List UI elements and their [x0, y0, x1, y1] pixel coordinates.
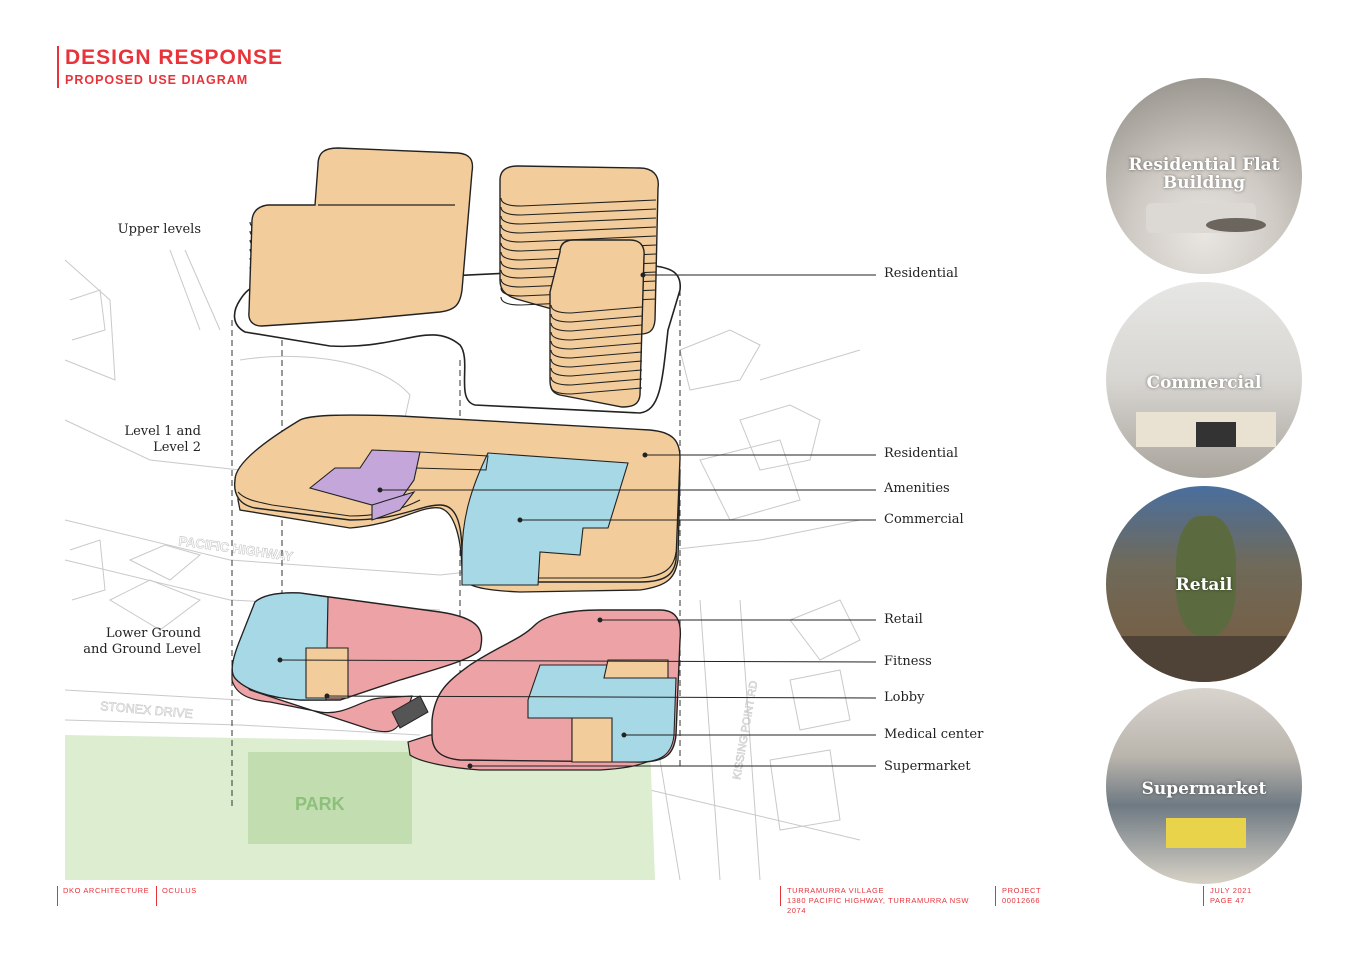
floor-slab-line: [500, 233, 657, 243]
footer-bar-3: [780, 886, 781, 906]
floor-slab-line: [500, 296, 657, 306]
floor-slab-line: [500, 206, 657, 216]
photo-residential: Residential Flat Building: [1106, 78, 1302, 274]
floor-slab-line: [500, 224, 657, 234]
ground-level-slab: [231, 592, 682, 771]
footer-project-number: PROJECT 00012666: [1002, 886, 1042, 905]
floor-slab-line: [550, 340, 643, 350]
park-label: PARK: [295, 794, 345, 814]
label-retail: Retail: [884, 612, 923, 627]
footer-bar-1: [57, 886, 58, 906]
label-lobby: Lobby: [884, 690, 925, 705]
footer-partner: OCULUS: [162, 886, 197, 895]
floor-slab-line: [550, 349, 643, 359]
label-fitness: Fitness: [884, 654, 932, 669]
label-medical-center: Medical center: [884, 727, 984, 742]
floor-slab-line: [500, 251, 657, 261]
footer-bar-5: [1203, 886, 1204, 906]
park-area: [65, 735, 655, 880]
leader-lines: [277, 272, 877, 769]
floor-slab-line: [500, 260, 657, 270]
footer-project-info: TURRAMURRA VILLAGE 1380 PACIFIC HIGHWAY,…: [787, 886, 970, 915]
tower-right: [499, 165, 659, 408]
floor-slab-line: [500, 278, 657, 288]
label-supermarket: Supermarket: [884, 759, 971, 774]
floor-slab-line: [550, 358, 643, 368]
floor-slab-line: [550, 385, 643, 395]
floor-slab-line: [500, 197, 657, 207]
title-accent-bar: [57, 46, 59, 88]
level-upper-label: Upper levels: [117, 222, 201, 237]
photo-commercial: Commercial: [1106, 282, 1302, 478]
label-residential-upper: Residential: [884, 266, 958, 281]
footer-date-page: JULY 2021 PAGE 47: [1210, 886, 1252, 905]
floor-slab-line: [550, 313, 643, 323]
tower-left: [248, 147, 474, 327]
photo-supermarket: Supermarket: [1106, 688, 1302, 884]
level-lower-label: Lower Ground and Ground Level: [83, 626, 201, 657]
floor-slab-line: [550, 304, 643, 314]
footer-bar-2: [156, 886, 157, 906]
label-commercial: Commercial: [884, 512, 964, 527]
level-1-2-label: Level 1 and Level 2: [124, 424, 201, 455]
footer-firm: DKO ARCHITECTURE: [63, 886, 150, 895]
floor-slab-line: [500, 287, 657, 297]
level-1-2-slab: [233, 414, 681, 593]
floor-slab-line: [500, 269, 657, 279]
floor-slab-line: [550, 367, 643, 377]
photo-retail: Retail: [1106, 486, 1302, 682]
page-subtitle: PROPOSED USE DIAGRAM: [65, 73, 249, 87]
label-residential-mid: Residential: [884, 446, 958, 461]
page-title: DESIGN RESPONSE: [65, 46, 284, 69]
floor-slab-line: [550, 376, 643, 386]
floor-slab-line: [550, 331, 643, 341]
floor-slab-line: [550, 322, 643, 332]
footer-bar-4: [995, 886, 996, 906]
floor-slab-line: [500, 242, 657, 252]
floor-slab-line: [500, 215, 657, 225]
label-amenities: Amenities: [884, 481, 950, 496]
